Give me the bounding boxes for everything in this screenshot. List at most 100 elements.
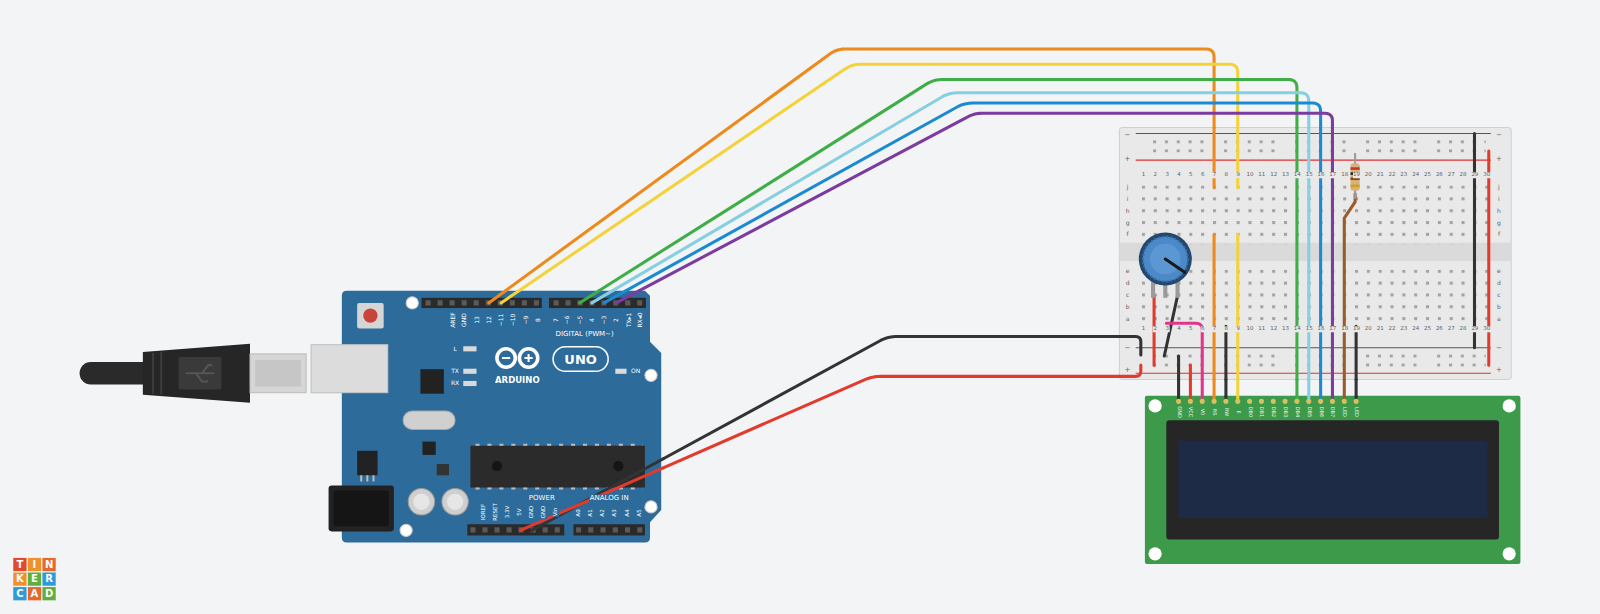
- logo-square: [42, 558, 55, 571]
- dc-jack-inner: [334, 491, 389, 527]
- column-number: 17: [1329, 173, 1337, 179]
- pin-label: DB3: [1283, 406, 1288, 417]
- pin-label: ~10: [510, 313, 516, 327]
- logo-square: [13, 572, 26, 585]
- column-number: 25: [1424, 327, 1432, 333]
- pin-label: A5: [637, 509, 643, 517]
- column-number: 26: [1435, 327, 1443, 333]
- column-number: 21: [1376, 327, 1384, 333]
- component: [437, 464, 449, 475]
- column-number: 2: [1153, 173, 1158, 179]
- mounting-hole: [406, 297, 418, 309]
- row-letter: h: [1125, 208, 1130, 214]
- column-number: 4: [1177, 327, 1182, 333]
- led: [463, 346, 476, 351]
- rail-marker: +: [1496, 156, 1503, 163]
- capacitor-top: [447, 494, 463, 510]
- row-letter: h: [1497, 208, 1502, 214]
- column-number: 20: [1364, 327, 1372, 333]
- column-number: 7: [1212, 327, 1217, 333]
- column-number: 6: [1200, 173, 1205, 179]
- capacitor: [408, 489, 435, 516]
- jumper-wire: [1355, 379, 1358, 395]
- header-pins: [554, 300, 645, 305]
- column-number: 14: [1293, 327, 1301, 333]
- row-letter: b: [1125, 304, 1130, 310]
- resistor-band: [1351, 185, 1360, 188]
- pin-label: LED: [1354, 407, 1359, 418]
- crystal: [403, 411, 455, 429]
- jumper-wire: [1295, 379, 1298, 395]
- board-label: DIGITAL (PWM~): [555, 330, 614, 337]
- column-number: 22: [1388, 327, 1396, 333]
- led: [615, 369, 626, 374]
- rail-marker: −: [1496, 344, 1503, 351]
- wire: [1166, 323, 1202, 379]
- plug-metal-inner: [255, 360, 301, 387]
- lcd-16x2: [1145, 396, 1521, 564]
- logo-letter: N: [45, 560, 53, 570]
- digital-header: [421, 298, 541, 308]
- potentiometer: [1139, 233, 1192, 298]
- row-letter: e: [1497, 268, 1502, 274]
- pin-label: ~11: [498, 313, 504, 327]
- column-number: 23: [1400, 327, 1408, 333]
- board-label: L: [453, 346, 457, 352]
- pin-label: E: [1235, 410, 1240, 414]
- row-letter: d: [1497, 280, 1502, 286]
- logo-square: [28, 587, 41, 600]
- display-glass: [1179, 441, 1488, 519]
- pin-label: V0: [1200, 408, 1205, 416]
- pin-label: DB1: [1259, 406, 1264, 417]
- wire: [1295, 127, 1298, 379]
- pin-label: ~3: [601, 315, 607, 325]
- pin-label: TX▸1: [626, 312, 632, 328]
- wire: [1213, 235, 1216, 380]
- reset-button: [357, 303, 384, 328]
- column-number: 19: [1353, 327, 1361, 333]
- breadboard: −−++123456789101112131415161718192021222…: [1119, 127, 1511, 379]
- pin-label: LED: [1342, 407, 1347, 418]
- jumper-wire: [1213, 379, 1216, 395]
- column-number: 24: [1412, 327, 1420, 333]
- wire-stub: [520, 468, 663, 531]
- row-letter: b: [1497, 304, 1502, 310]
- column-number: 17: [1329, 327, 1337, 333]
- column-number: 30: [1483, 173, 1491, 179]
- row-letter: j: [1498, 184, 1501, 190]
- rail-line: [1136, 133, 1491, 134]
- column-number: 1: [1141, 173, 1146, 179]
- chip-dot: [492, 461, 502, 471]
- brand-name: ARDUINO: [495, 376, 541, 385]
- wire: [1487, 151, 1490, 365]
- resistor-band: [1351, 167, 1360, 170]
- terminal-holes: [1142, 270, 1489, 329]
- logo-square: [28, 572, 41, 585]
- column-number: 15: [1305, 327, 1313, 333]
- column-number: 5: [1189, 173, 1194, 179]
- pin-label: A0: [576, 509, 582, 517]
- voltage-regulator: [357, 451, 377, 475]
- column-number: 19: [1353, 173, 1361, 179]
- pin-label: RS: [1212, 408, 1217, 416]
- wire: [1473, 134, 1476, 348]
- column-number: 1: [1141, 327, 1146, 333]
- column-number: 4: [1177, 173, 1182, 179]
- logo-square: [28, 558, 41, 571]
- column-number: 16: [1317, 173, 1325, 179]
- pin-label: ~9: [523, 315, 529, 325]
- pin-label: A3: [613, 509, 619, 517]
- row-letter: g: [1497, 220, 1502, 226]
- pin-label: GND: [461, 313, 467, 328]
- logo-letter: R: [45, 574, 53, 584]
- wire: [1177, 356, 1180, 379]
- wire: [1331, 127, 1334, 379]
- logo-square: [42, 587, 55, 600]
- column-number: 16: [1317, 327, 1325, 333]
- board-label: TX: [451, 368, 460, 374]
- pin-label: GND: [529, 505, 535, 519]
- logo-letter: E: [31, 574, 38, 584]
- header-pins: [576, 527, 644, 532]
